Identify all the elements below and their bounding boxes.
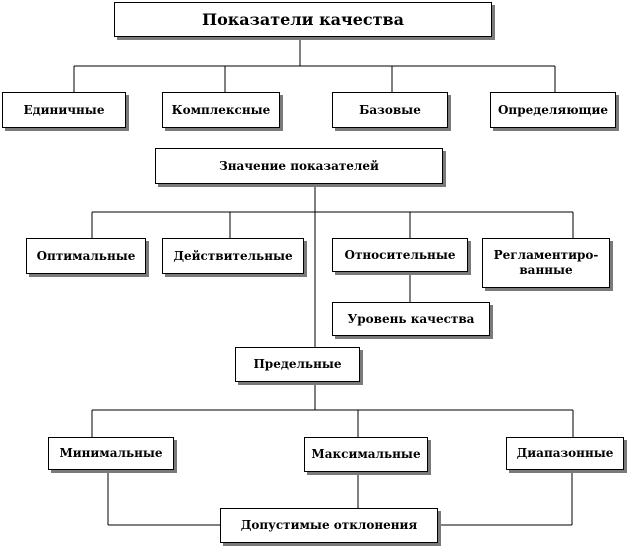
limit-kind-minimum: Минимальные — [48, 437, 174, 470]
quality-level-box: Уровень качества — [332, 302, 490, 336]
limit-kind-range: Диапазонные — [506, 437, 624, 470]
type-box-base: Базовые — [332, 92, 448, 128]
type-box-determining: Определяющие — [490, 92, 616, 128]
value-kind-actual: Действительные — [162, 238, 304, 274]
type-box-single: Единичные — [2, 92, 126, 128]
diagram-title: Показатели качества — [114, 2, 492, 37]
value-kind-optimal: Оптимальные — [26, 238, 146, 274]
limit-kind-maximum: Максимальные — [304, 437, 428, 472]
value-kind-relative: Относительные — [332, 238, 468, 272]
type-box-complex: Комплексные — [162, 92, 280, 128]
limit-box: Предельные — [235, 347, 360, 382]
values-box: Значение показателей — [155, 148, 443, 184]
deviations-box: Допустимые отклонения — [220, 508, 438, 543]
value-kind-regulated: Регламентиро- ванные — [482, 238, 610, 288]
